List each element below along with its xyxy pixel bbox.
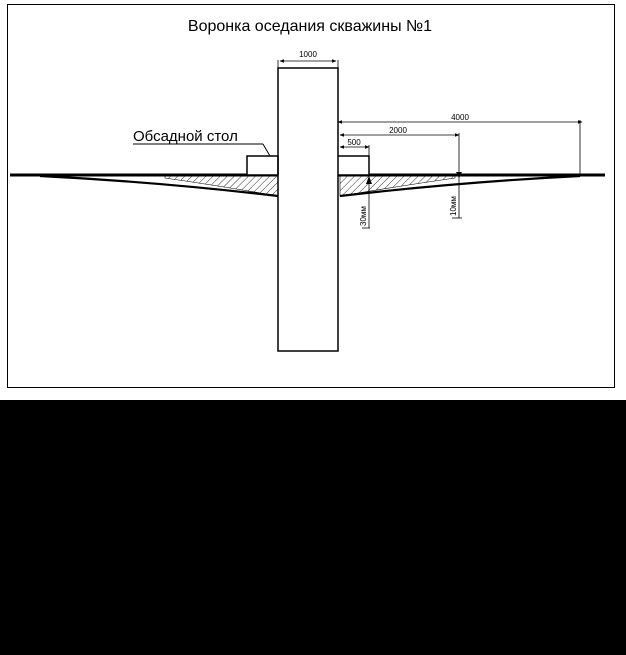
- dimension-well-width-label: 1000: [299, 50, 317, 59]
- dimension-2000-label: 2000: [389, 126, 407, 135]
- drawing-frame: [7, 4, 615, 388]
- dimension-2000: 2000: [339, 126, 460, 175]
- dimension-30mm: 30мм: [359, 176, 372, 229]
- subsidence-diagram: Воронка оседания скважины №1 Обсадной ст…: [10, 18, 605, 352]
- diagram-title: Воронка оседания скважины №1: [188, 18, 432, 35]
- dimension-well-width: 1000: [277, 50, 339, 68]
- dimension-4000: 4000: [337, 113, 583, 175]
- dimension-500-label: 500: [347, 138, 361, 147]
- dimension-10mm-label: 10мм: [449, 196, 458, 216]
- well-column: [277, 67, 339, 352]
- dimension-30mm-label: 30мм: [359, 206, 368, 226]
- casing-label: Обсадной стол: [133, 128, 238, 145]
- dimension-4000-label: 4000: [451, 113, 469, 122]
- drawing-sheet: Воронка оседания скважины №1 Обсадной ст…: [0, 0, 626, 400]
- empty-black-area: [0, 400, 626, 655]
- casing-callout: Обсадной стол: [133, 128, 271, 157]
- dimension-10mm: 10мм: [449, 172, 462, 219]
- dimension-500: 500: [339, 138, 370, 156]
